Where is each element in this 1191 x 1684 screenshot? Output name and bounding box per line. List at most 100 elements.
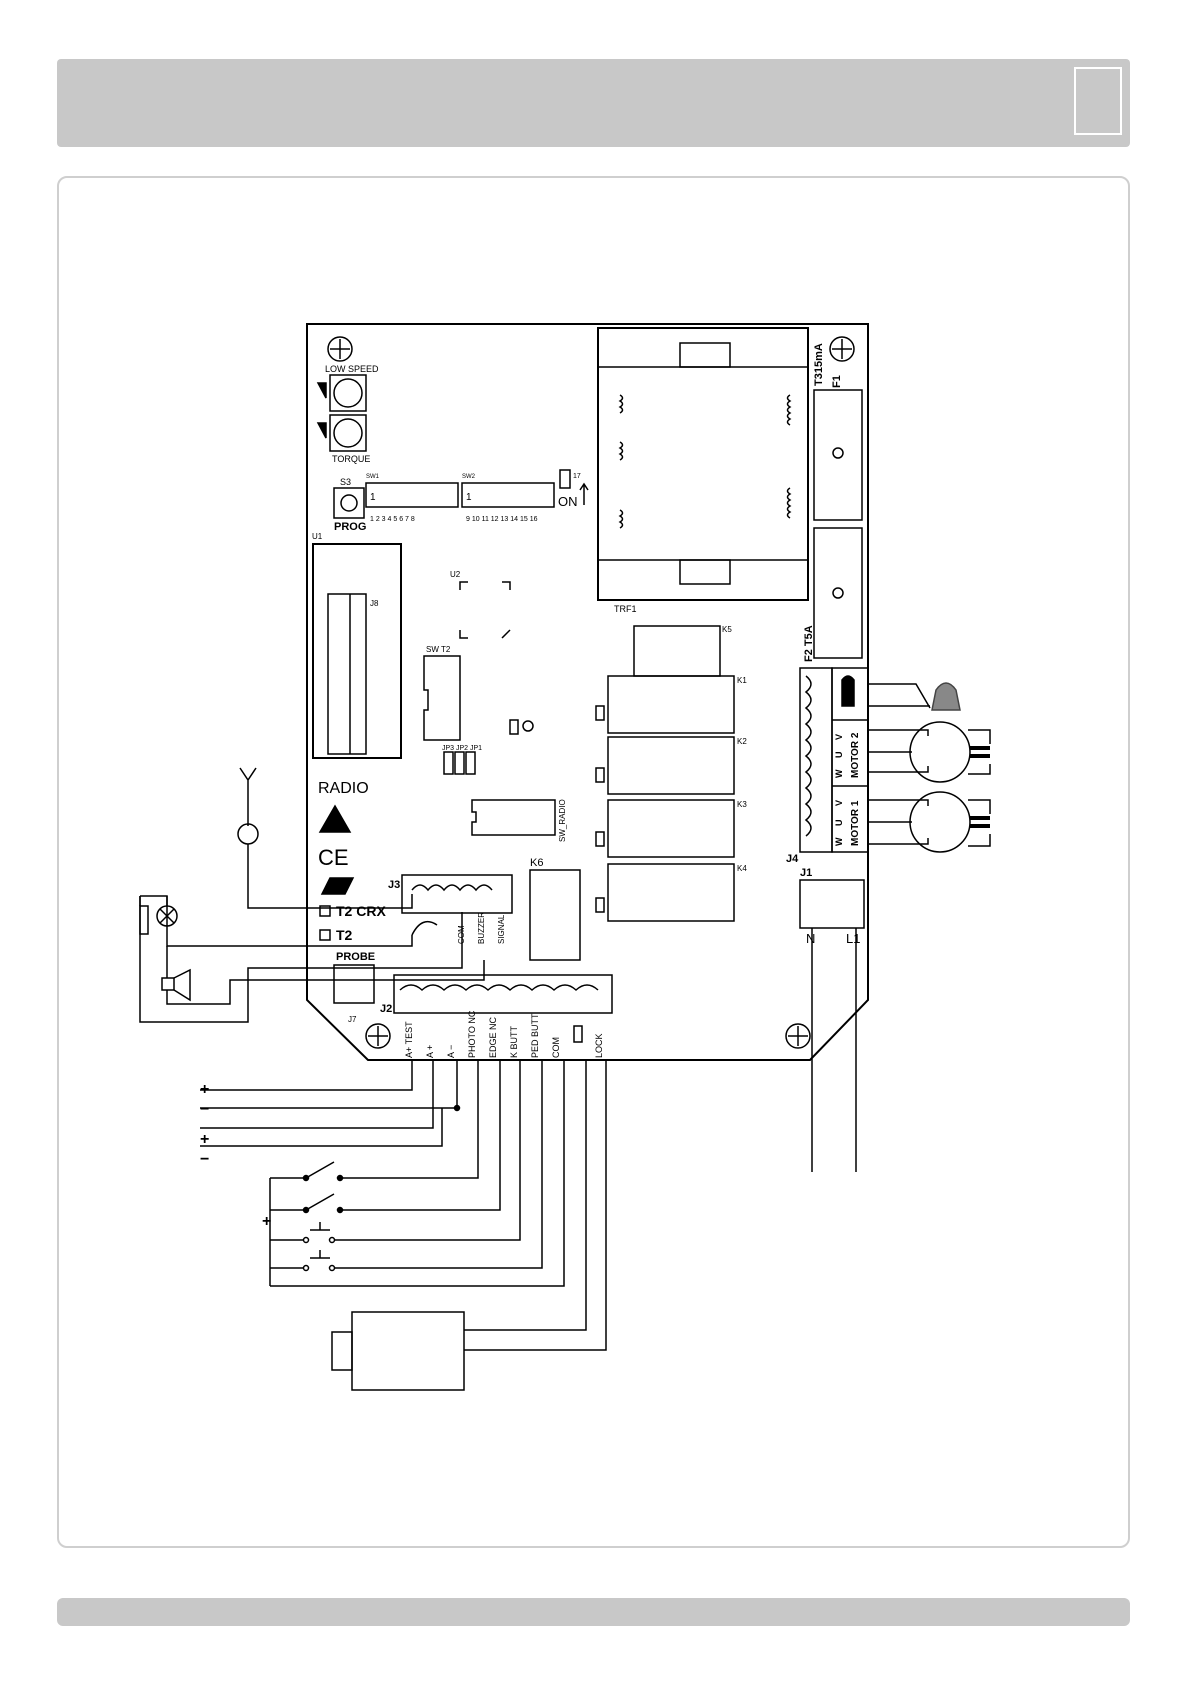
prog-button[interactable] <box>333 487 365 519</box>
motor1-capacitor-icon <box>970 816 990 828</box>
torque-trimmer[interactable] <box>329 414 367 452</box>
flashing-light-terminal-icon <box>841 675 855 707</box>
board-outline <box>306 323 869 1061</box>
motor1-v: V <box>834 800 844 806</box>
t2-checkbox[interactable] <box>319 929 331 941</box>
button-plus-sign: + <box>262 1213 271 1230</box>
t2-label: T2 <box>336 927 353 943</box>
footer-bar <box>57 1598 1130 1626</box>
low-speed-trimmer[interactable] <box>329 374 367 412</box>
j2-terminal-labels: A+ TEST A + A − PHOTO NC EDGE NC K BUTT … <box>404 1010 604 1058</box>
s3-label: S3 <box>340 477 351 487</box>
courtesy-lamp-wires <box>139 896 463 1023</box>
jumper-jp2[interactable] <box>454 751 465 775</box>
speaker-icon <box>173 968 191 1002</box>
jumper-jp1[interactable] <box>465 751 476 775</box>
transformer-tab-bottom <box>679 559 731 585</box>
torque-knob <box>333 418 363 448</box>
com-wire <box>270 1060 565 1287</box>
torque-label: TORQUE <box>332 454 370 464</box>
relay-k1 <box>607 675 735 734</box>
esd-warning-icon <box>318 804 352 833</box>
antenna-coax-icon <box>237 823 259 845</box>
j4-screw-terminals <box>804 675 812 837</box>
j2-terminal-k-butt: K BUTT <box>509 1025 519 1058</box>
antenna-wire <box>247 844 413 909</box>
jumper-17[interactable] <box>559 469 571 489</box>
edge-contact[interactable] <box>270 1060 501 1214</box>
electric-lock-icon <box>351 1311 465 1391</box>
motor2-capacitor-icon <box>970 746 990 758</box>
motor2-wires <box>868 729 991 775</box>
transformer <box>597 327 809 601</box>
sw1-label: SW1 <box>366 474 380 480</box>
k6-label: K6 <box>530 857 543 869</box>
t2crx-checkbox[interactable] <box>319 905 331 917</box>
brand-logo-icon <box>320 877 355 895</box>
connector-j4 <box>799 667 833 853</box>
motor1-w: W <box>834 837 844 846</box>
trimmer-arrow-top <box>316 382 327 399</box>
j3-screw-terminals <box>411 884 493 892</box>
j2-terminal-a-test: A+ TEST <box>404 1021 414 1058</box>
led-dl4 <box>595 767 605 783</box>
led-dl5 <box>595 831 605 847</box>
sw2-label: SW2 <box>462 474 476 480</box>
power-sign-3: + <box>200 1131 209 1148</box>
motor1-label: MOTOR 1 <box>850 800 861 846</box>
relay-k3 <box>607 799 735 858</box>
photocell-contact[interactable] <box>270 1060 479 1182</box>
sw-t2-socket[interactable] <box>423 655 461 741</box>
relay-k2 <box>607 736 735 795</box>
power-sign-4: − <box>200 1151 209 1168</box>
j3-terminal-buzzer: BUZZER <box>477 912 486 944</box>
capacitor-c23 <box>522 720 534 732</box>
ped-button[interactable] <box>270 1060 543 1272</box>
coil-left-3 <box>618 509 624 529</box>
j2-label: J2 <box>380 1003 392 1015</box>
j4-label: J4 <box>786 853 799 865</box>
motor2-v: V <box>834 734 844 740</box>
fuse-f2[interactable] <box>813 527 863 659</box>
relay-k4 <box>607 863 735 922</box>
k2-label: K2 <box>737 737 747 746</box>
probe-connector-j7 <box>333 964 375 1004</box>
f2-t5a-label: F2 T5A <box>803 625 815 662</box>
j8-label: J8 <box>370 599 379 608</box>
probe-label: PROBE <box>336 951 375 963</box>
t315ma-label: T315mA <box>813 343 825 386</box>
j3-label: J3 <box>388 879 400 891</box>
dip-switch-1[interactable] <box>365 482 459 508</box>
led-dl6 <box>595 897 605 913</box>
k4-label: K4 <box>737 864 747 873</box>
connector-j1 <box>799 879 865 929</box>
coil-left-1 <box>618 394 624 414</box>
j3-terminal-labels: COM BUZZER SIGNAL <box>457 912 506 944</box>
radio-connector-j8[interactable] <box>327 593 367 755</box>
j3-terminal-signal: SIGNAL <box>497 914 506 944</box>
courtesy-lamp-cross <box>159 908 175 924</box>
low-speed-label: LOW SPEED <box>325 364 379 374</box>
jp-label: JP3 JP2 JP1 <box>442 745 482 752</box>
trf1-label: TRF1 <box>614 604 637 614</box>
lamp-fuse-icon <box>139 905 149 935</box>
n-label: N <box>806 931 815 946</box>
motor2-u: U <box>834 752 844 759</box>
k-button[interactable] <box>270 1060 521 1244</box>
led-dl2 <box>509 719 519 735</box>
sw-radio-socket[interactable] <box>471 799 556 836</box>
jumper-jp3[interactable] <box>443 751 454 775</box>
dip-switch-2-numbers: 9 10 11 12 13 14 15 16 <box>466 516 538 523</box>
dip-switch-2[interactable] <box>461 482 555 508</box>
power-signs: + − + − <box>200 1081 209 1168</box>
dip-switch-1-index: 1 <box>370 492 376 503</box>
j2-terminal-edge-nc: EDGE NC <box>488 1016 498 1058</box>
fuse-f1[interactable] <box>813 389 863 521</box>
coil-right-2 <box>786 487 792 519</box>
motor2-label: MOTOR 2 <box>850 732 861 778</box>
screw-top-left <box>327 336 353 362</box>
electric-lock-bolt-icon <box>331 1331 353 1371</box>
header-bar <box>57 59 1130 147</box>
lamp-top-wire <box>139 895 168 906</box>
